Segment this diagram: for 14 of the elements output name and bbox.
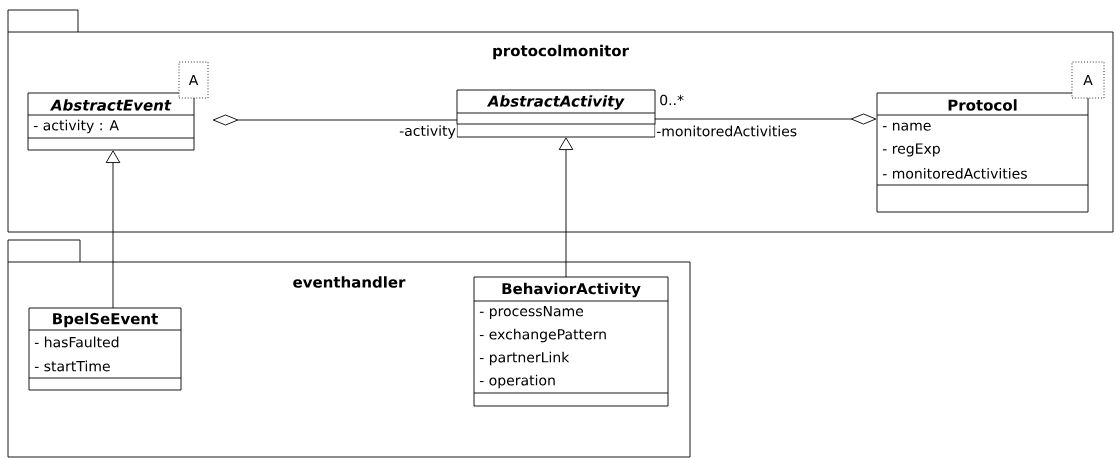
generalization-arrow <box>105 150 121 309</box>
class-box: BpelSeEvent - hasFaulted - startTime <box>28 307 182 391</box>
edge-label: -monitoredActivities <box>655 124 799 138</box>
class-box: AbstractActivity <box>456 89 656 138</box>
class-box: BehaviorActivity - processName - exchangePattern - partnerLink - operation <box>473 276 669 407</box>
aggregation-line <box>654 113 877 125</box>
template-parameter-box: A <box>1071 61 1105 99</box>
edge-label: -activity <box>398 124 457 140</box>
multiplicity-label: 0..* <box>660 94 684 106</box>
generalization-arrow <box>558 137 574 278</box>
class-box: Protocol - name - regExp - monitoredActivities <box>876 92 1089 213</box>
template-parameter-box: A <box>178 61 209 99</box>
class-box: AbstractEvent - activity : A <box>27 92 195 151</box>
aggregation-line <box>212 114 458 126</box>
